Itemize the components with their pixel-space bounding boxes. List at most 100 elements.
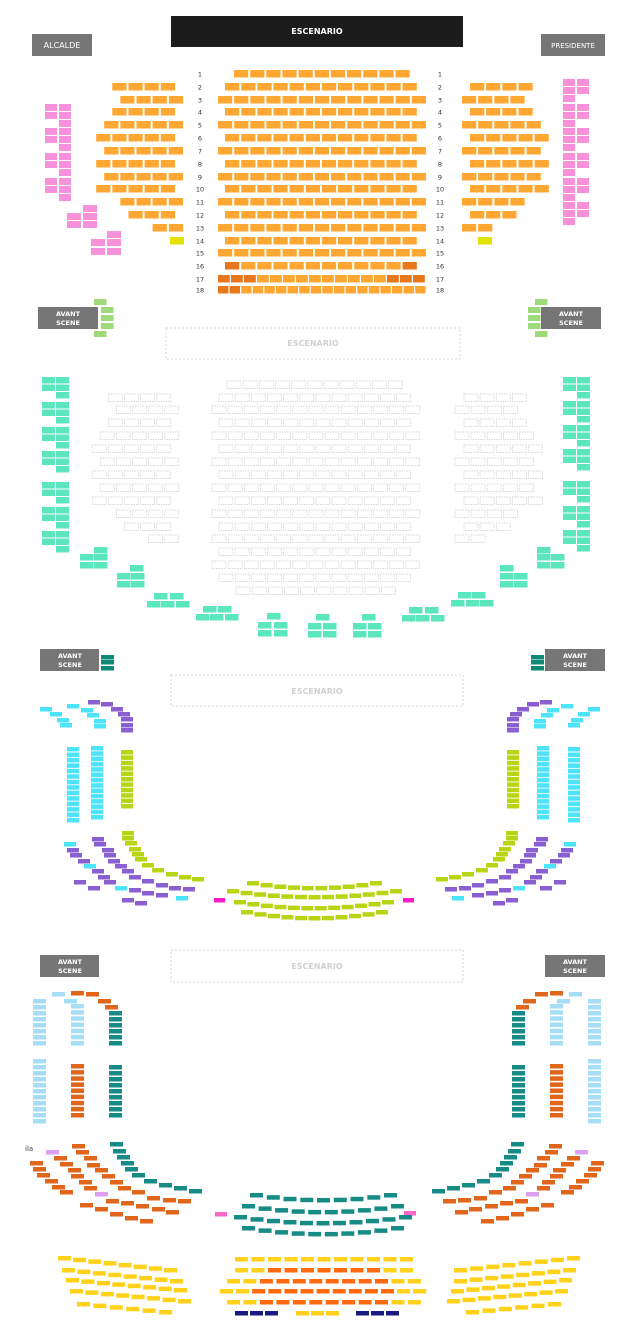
seat[interactable] — [323, 631, 337, 638]
seat[interactable] — [54, 1156, 67, 1161]
seat[interactable] — [102, 1174, 115, 1179]
seat[interactable] — [568, 723, 580, 728]
seat[interactable] — [499, 888, 511, 893]
seat[interactable] — [176, 601, 190, 608]
seat[interactable] — [402, 160, 417, 168]
seat[interactable] — [472, 883, 484, 888]
seat[interactable] — [132, 1173, 145, 1178]
seat[interactable] — [588, 1035, 601, 1040]
seat[interactable] — [59, 153, 71, 160]
seat[interactable] — [363, 224, 378, 232]
seat[interactable] — [402, 83, 417, 91]
seat[interactable] — [196, 614, 210, 621]
seat[interactable] — [131, 1294, 145, 1300]
seat[interactable] — [309, 1279, 323, 1284]
seat[interactable] — [374, 275, 386, 283]
seat[interactable] — [511, 1180, 524, 1185]
seat[interactable] — [282, 173, 297, 181]
seat[interactable] — [60, 1190, 73, 1195]
seat[interactable] — [168, 96, 183, 104]
seat[interactable] — [530, 875, 542, 880]
seat[interactable] — [416, 615, 430, 622]
seat[interactable] — [109, 1077, 122, 1082]
seat[interactable] — [136, 96, 151, 104]
seat[interactable] — [395, 173, 410, 181]
seat[interactable] — [311, 1311, 324, 1316]
seat[interactable] — [283, 1196, 297, 1202]
seat[interactable] — [577, 136, 589, 143]
seat[interactable] — [247, 881, 259, 886]
seat[interactable] — [425, 607, 439, 614]
seat[interactable] — [489, 1190, 502, 1195]
seat[interactable] — [56, 531, 69, 538]
seat[interactable] — [358, 1279, 372, 1284]
seat[interactable] — [135, 857, 147, 862]
seat[interactable] — [273, 211, 288, 219]
seat[interactable] — [282, 70, 297, 78]
seat[interactable] — [170, 237, 184, 245]
seat[interactable] — [289, 160, 304, 168]
seat[interactable] — [563, 87, 575, 94]
seat[interactable] — [563, 530, 576, 537]
seat[interactable] — [493, 901, 505, 906]
seat[interactable] — [376, 910, 388, 915]
seat[interactable] — [71, 1028, 84, 1034]
seat[interactable] — [96, 185, 111, 193]
seat[interactable] — [118, 1262, 132, 1268]
seat[interactable] — [534, 134, 549, 142]
seat[interactable] — [309, 275, 321, 283]
seat[interactable] — [494, 198, 509, 206]
seat[interactable] — [106, 1199, 119, 1204]
seat[interactable] — [56, 377, 69, 384]
seat[interactable] — [534, 185, 549, 193]
seat[interactable] — [84, 864, 96, 869]
seat[interactable] — [537, 547, 551, 554]
seat[interactable] — [513, 886, 525, 891]
seat[interactable] — [535, 299, 548, 305]
seat[interactable] — [257, 185, 272, 193]
seat[interactable] — [308, 631, 322, 638]
seat[interactable] — [308, 895, 321, 900]
seat[interactable] — [266, 173, 281, 181]
seat[interactable] — [129, 847, 141, 852]
seat[interactable] — [284, 1268, 298, 1273]
seat[interactable] — [42, 458, 55, 466]
seat[interactable] — [493, 1294, 507, 1300]
seat[interactable] — [94, 547, 108, 554]
seat[interactable] — [528, 323, 541, 329]
seat[interactable] — [357, 286, 368, 294]
seat[interactable] — [531, 660, 544, 665]
seat[interactable] — [235, 1311, 248, 1316]
seat[interactable] — [494, 147, 509, 155]
seat[interactable] — [295, 915, 307, 921]
seat[interactable] — [370, 134, 385, 142]
seat[interactable] — [298, 147, 313, 155]
seat[interactable] — [333, 1220, 346, 1226]
seat[interactable] — [281, 894, 294, 899]
seat[interactable] — [257, 83, 272, 91]
seat[interactable] — [33, 1113, 46, 1118]
seat[interactable] — [411, 198, 426, 206]
seat[interactable] — [305, 160, 320, 168]
seat[interactable] — [71, 1010, 84, 1015]
seat[interactable] — [502, 108, 517, 116]
seat[interactable] — [266, 1195, 280, 1200]
seat[interactable] — [507, 750, 519, 755]
seat[interactable] — [136, 147, 151, 155]
seat[interactable] — [544, 864, 556, 869]
seat[interactable] — [56, 507, 69, 514]
seat[interactable] — [477, 1179, 490, 1184]
seat[interactable] — [563, 161, 575, 168]
seat[interactable] — [160, 160, 175, 168]
seat[interactable] — [214, 898, 225, 903]
seat[interactable] — [578, 712, 590, 717]
seat[interactable] — [321, 108, 337, 116]
seat[interactable] — [77, 1269, 91, 1275]
seat[interactable] — [100, 1291, 114, 1297]
seat[interactable] — [305, 237, 320, 245]
seat[interactable] — [59, 136, 71, 143]
seat[interactable] — [257, 160, 272, 168]
seat[interactable] — [395, 70, 410, 78]
seat[interactable] — [283, 1220, 297, 1225]
seat[interactable] — [91, 248, 105, 255]
